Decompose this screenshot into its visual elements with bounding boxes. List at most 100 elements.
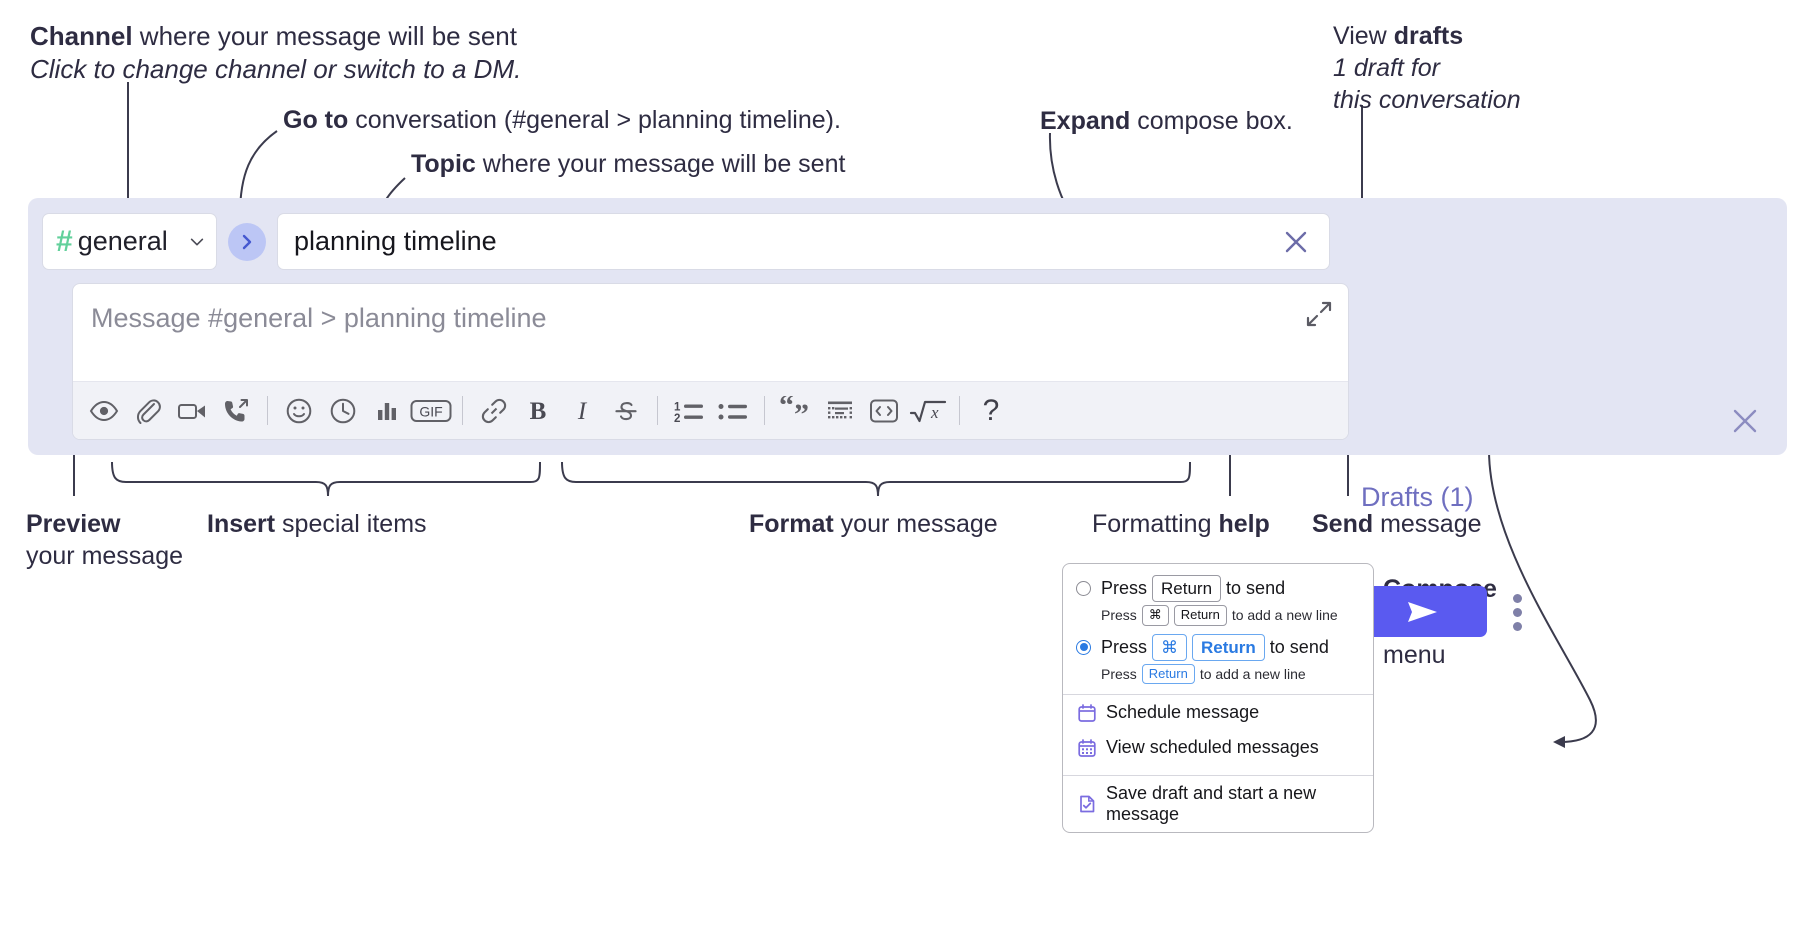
- annotation-expand-bold: Expand: [1040, 107, 1131, 135]
- compose-options-button[interactable]: [1506, 590, 1528, 634]
- option2-post: to send: [1269, 636, 1329, 657]
- inline-code-icon[interactable]: [862, 389, 906, 433]
- svg-text:1: 1: [674, 401, 681, 413]
- close-icon[interactable]: [1730, 406, 1760, 436]
- radio-unselected-icon[interactable]: [1076, 581, 1091, 597]
- toolbar-separator: [267, 396, 268, 425]
- dot: [1512, 607, 1522, 617]
- annotation-expand-rest: compose box.: [1130, 107, 1293, 135]
- dot: [1512, 621, 1522, 631]
- menu-option-return-to-send[interactable]: Press Return to send: [1063, 574, 1373, 603]
- option2-pre: Press: [1101, 636, 1148, 657]
- expand-icon[interactable]: [1305, 300, 1333, 328]
- annotation-topic: Topic where your message will be sent: [411, 148, 845, 180]
- annotation-preview-line2: your message: [26, 542, 184, 570]
- annotation-send-bold: Send: [1312, 510, 1374, 538]
- annotation-drafts-lead: View: [1333, 22, 1394, 50]
- menu-item-schedule-message[interactable]: Schedule message: [1063, 695, 1373, 730]
- code-block-icon[interactable]: [818, 389, 862, 433]
- message-input-box[interactable]: Message #general > planning timeline: [72, 283, 1349, 440]
- menu-item-view-scheduled[interactable]: View scheduled messages: [1063, 730, 1373, 765]
- preview-icon[interactable]: [82, 389, 126, 433]
- toolbar-separator: [764, 396, 765, 425]
- kbd-return: Return: [1152, 575, 1222, 603]
- italic-icon[interactable]: I: [560, 389, 604, 433]
- annotation-preview: Preview your message: [26, 508, 183, 572]
- audio-call-icon[interactable]: [214, 389, 258, 433]
- compose-header: # general planning timeline: [42, 213, 1330, 270]
- topic-value: planning timeline: [294, 226, 497, 256]
- option1-sub-pre: Press: [1101, 607, 1137, 624]
- bulleted-list-icon[interactable]: [711, 389, 755, 433]
- clear-topic-icon[interactable]: [1281, 227, 1311, 257]
- topic-input[interactable]: planning timeline: [277, 213, 1330, 270]
- poll-icon[interactable]: [365, 389, 409, 433]
- annotation-channel: Channel where your message will be sent …: [30, 20, 521, 87]
- kbd-return: Return: [1141, 663, 1195, 684]
- kbd-command: ⌘: [1141, 605, 1169, 626]
- message-placeholder: Message #general > planning timeline: [91, 303, 547, 333]
- annotation-expand: Expand compose box.: [1040, 105, 1293, 137]
- annotation-format-rest: your message: [833, 510, 998, 538]
- channel-selector[interactable]: # general: [42, 213, 217, 270]
- option1-post: to send: [1226, 578, 1286, 599]
- annotation-insert-bold: Insert: [207, 510, 276, 538]
- kbd-command: ⌘: [1152, 633, 1188, 661]
- menu-option-cmd-return-to-send[interactable]: Press ⌘ Return to send: [1063, 633, 1373, 661]
- option1-sub-post: to add a new line: [1231, 607, 1338, 624]
- annotation-goto-rest: conversation (#general > planning timeli…: [348, 106, 841, 134]
- annotation-insert: Insert special items: [207, 508, 427, 540]
- send-button[interactable]: [1361, 586, 1487, 637]
- annotation-goto: Go to conversation (#general > planning …: [283, 104, 841, 136]
- send-icon: [1408, 601, 1437, 622]
- svg-text:x: x: [930, 403, 939, 422]
- drafts-link[interactable]: Drafts (1): [1361, 482, 1474, 512]
- video-icon[interactable]: [170, 389, 214, 433]
- save-draft-icon: [1080, 795, 1095, 813]
- annotation-channel-italic: Click to change channel or switch to a D…: [30, 54, 522, 85]
- annotation-topic-bold: Topic: [411, 150, 476, 178]
- dot: [1512, 593, 1522, 603]
- ordered-list-icon[interactable]: 1 2: [667, 389, 711, 433]
- annotation-drafts: View drafts 1 draft for this conversatio…: [1333, 20, 1521, 116]
- annotation-format: Format your message: [749, 508, 998, 540]
- clock-icon[interactable]: [321, 389, 365, 433]
- menu-item-save-draft[interactable]: Save draft and start a new message: [1063, 776, 1373, 832]
- svg-text:2: 2: [674, 413, 680, 425]
- annotation-send: Send message: [1312, 508, 1482, 540]
- toolbar-separator: [959, 396, 960, 425]
- svg-text:I: I: [577, 398, 588, 425]
- compose-widget: # general planning timeline Message #gen…: [28, 198, 1787, 637]
- math-icon[interactable]: x: [906, 389, 950, 433]
- kbd-return: Return: [1173, 605, 1227, 626]
- chevron-right-icon: [242, 234, 252, 249]
- annotation-channel-rest: where your message will be sent: [132, 21, 517, 51]
- link-icon[interactable]: [472, 389, 516, 433]
- bold-icon[interactable]: B: [516, 389, 560, 433]
- menu-item-label: View scheduled messages: [1106, 737, 1319, 757]
- blockquote-icon[interactable]: “ ”: [774, 389, 818, 433]
- menu-item-label: Save draft and start a new message: [1106, 783, 1317, 824]
- hash-icon: #: [56, 224, 73, 258]
- goto-conversation-button[interactable]: [228, 222, 266, 261]
- menu-option1-subtext: Press ⌘ Return to add a new line: [1063, 602, 1373, 626]
- annotation-topic-rest: where your message will be sent: [475, 150, 846, 178]
- calendar-list-icon: [1078, 738, 1096, 757]
- help-icon[interactable]: ?: [982, 393, 1000, 427]
- strikethrough-icon[interactable]: [604, 389, 648, 433]
- option1-pre: Press: [1101, 578, 1148, 599]
- svg-text:”: ”: [794, 398, 809, 426]
- svg-text:B: B: [530, 398, 547, 425]
- emoji-icon[interactable]: [277, 389, 321, 433]
- option2-sub-post: to add a new line: [1199, 665, 1306, 682]
- channel-name: general: [77, 226, 168, 256]
- menu-divider: [1063, 775, 1373, 776]
- annotation-drafts-bold: drafts: [1393, 22, 1464, 50]
- radio-selected-icon[interactable]: [1076, 639, 1091, 655]
- annotation-drafts-italic1: 1 draft for: [1333, 54, 1440, 82]
- gif-icon[interactable]: GIF: [409, 389, 453, 433]
- annotation-send-rest: message: [1373, 510, 1482, 538]
- attachment-icon[interactable]: [126, 389, 170, 433]
- annotation-help-lead: Formatting: [1092, 510, 1219, 538]
